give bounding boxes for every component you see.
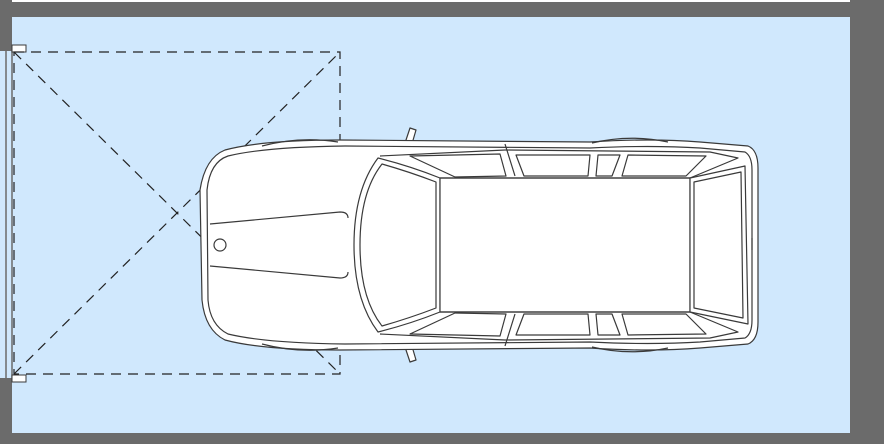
car-top-view: [199, 127, 759, 363]
door-post-bottom: [11, 374, 27, 383]
side-window-right-mid: [515, 313, 591, 336]
car-body-inner: [206, 145, 753, 345]
swing-rectangle: [13, 51, 341, 375]
garage-door-opening: [0, 44, 27, 383]
rear-wheel-right: [591, 346, 669, 353]
hood-line-bottom: [209, 265, 349, 279]
pillar-left-b: [504, 143, 516, 177]
side-window-right-quarter: [621, 313, 707, 336]
windshield-inner: [359, 163, 437, 327]
door-post-top: [11, 44, 27, 53]
roof: [439, 177, 691, 313]
hood-ornament: [213, 238, 227, 252]
side-window-left-mid: [515, 154, 591, 177]
side-window-left-front: [409, 153, 507, 178]
side-window-left-quarter: [621, 154, 707, 177]
hood-line-top: [209, 211, 349, 225]
side-window-right-front: [409, 312, 507, 337]
pillar-right-b: [504, 313, 516, 347]
side-window-right-rear: [595, 313, 621, 336]
side-windows-left: [379, 149, 739, 179]
side-windows-right: [379, 311, 739, 341]
front-wheel-left: [261, 139, 339, 147]
windshield: [353, 157, 441, 333]
wall-top-edge: [12, 0, 850, 2]
front-wheel-right: [261, 343, 339, 351]
rear-window: [689, 165, 749, 325]
rear-wheel-left: [591, 137, 669, 144]
swing-diagonal-2: [13, 51, 341, 375]
side-window-left-rear: [595, 154, 621, 177]
rear-window-inner: [693, 171, 744, 319]
